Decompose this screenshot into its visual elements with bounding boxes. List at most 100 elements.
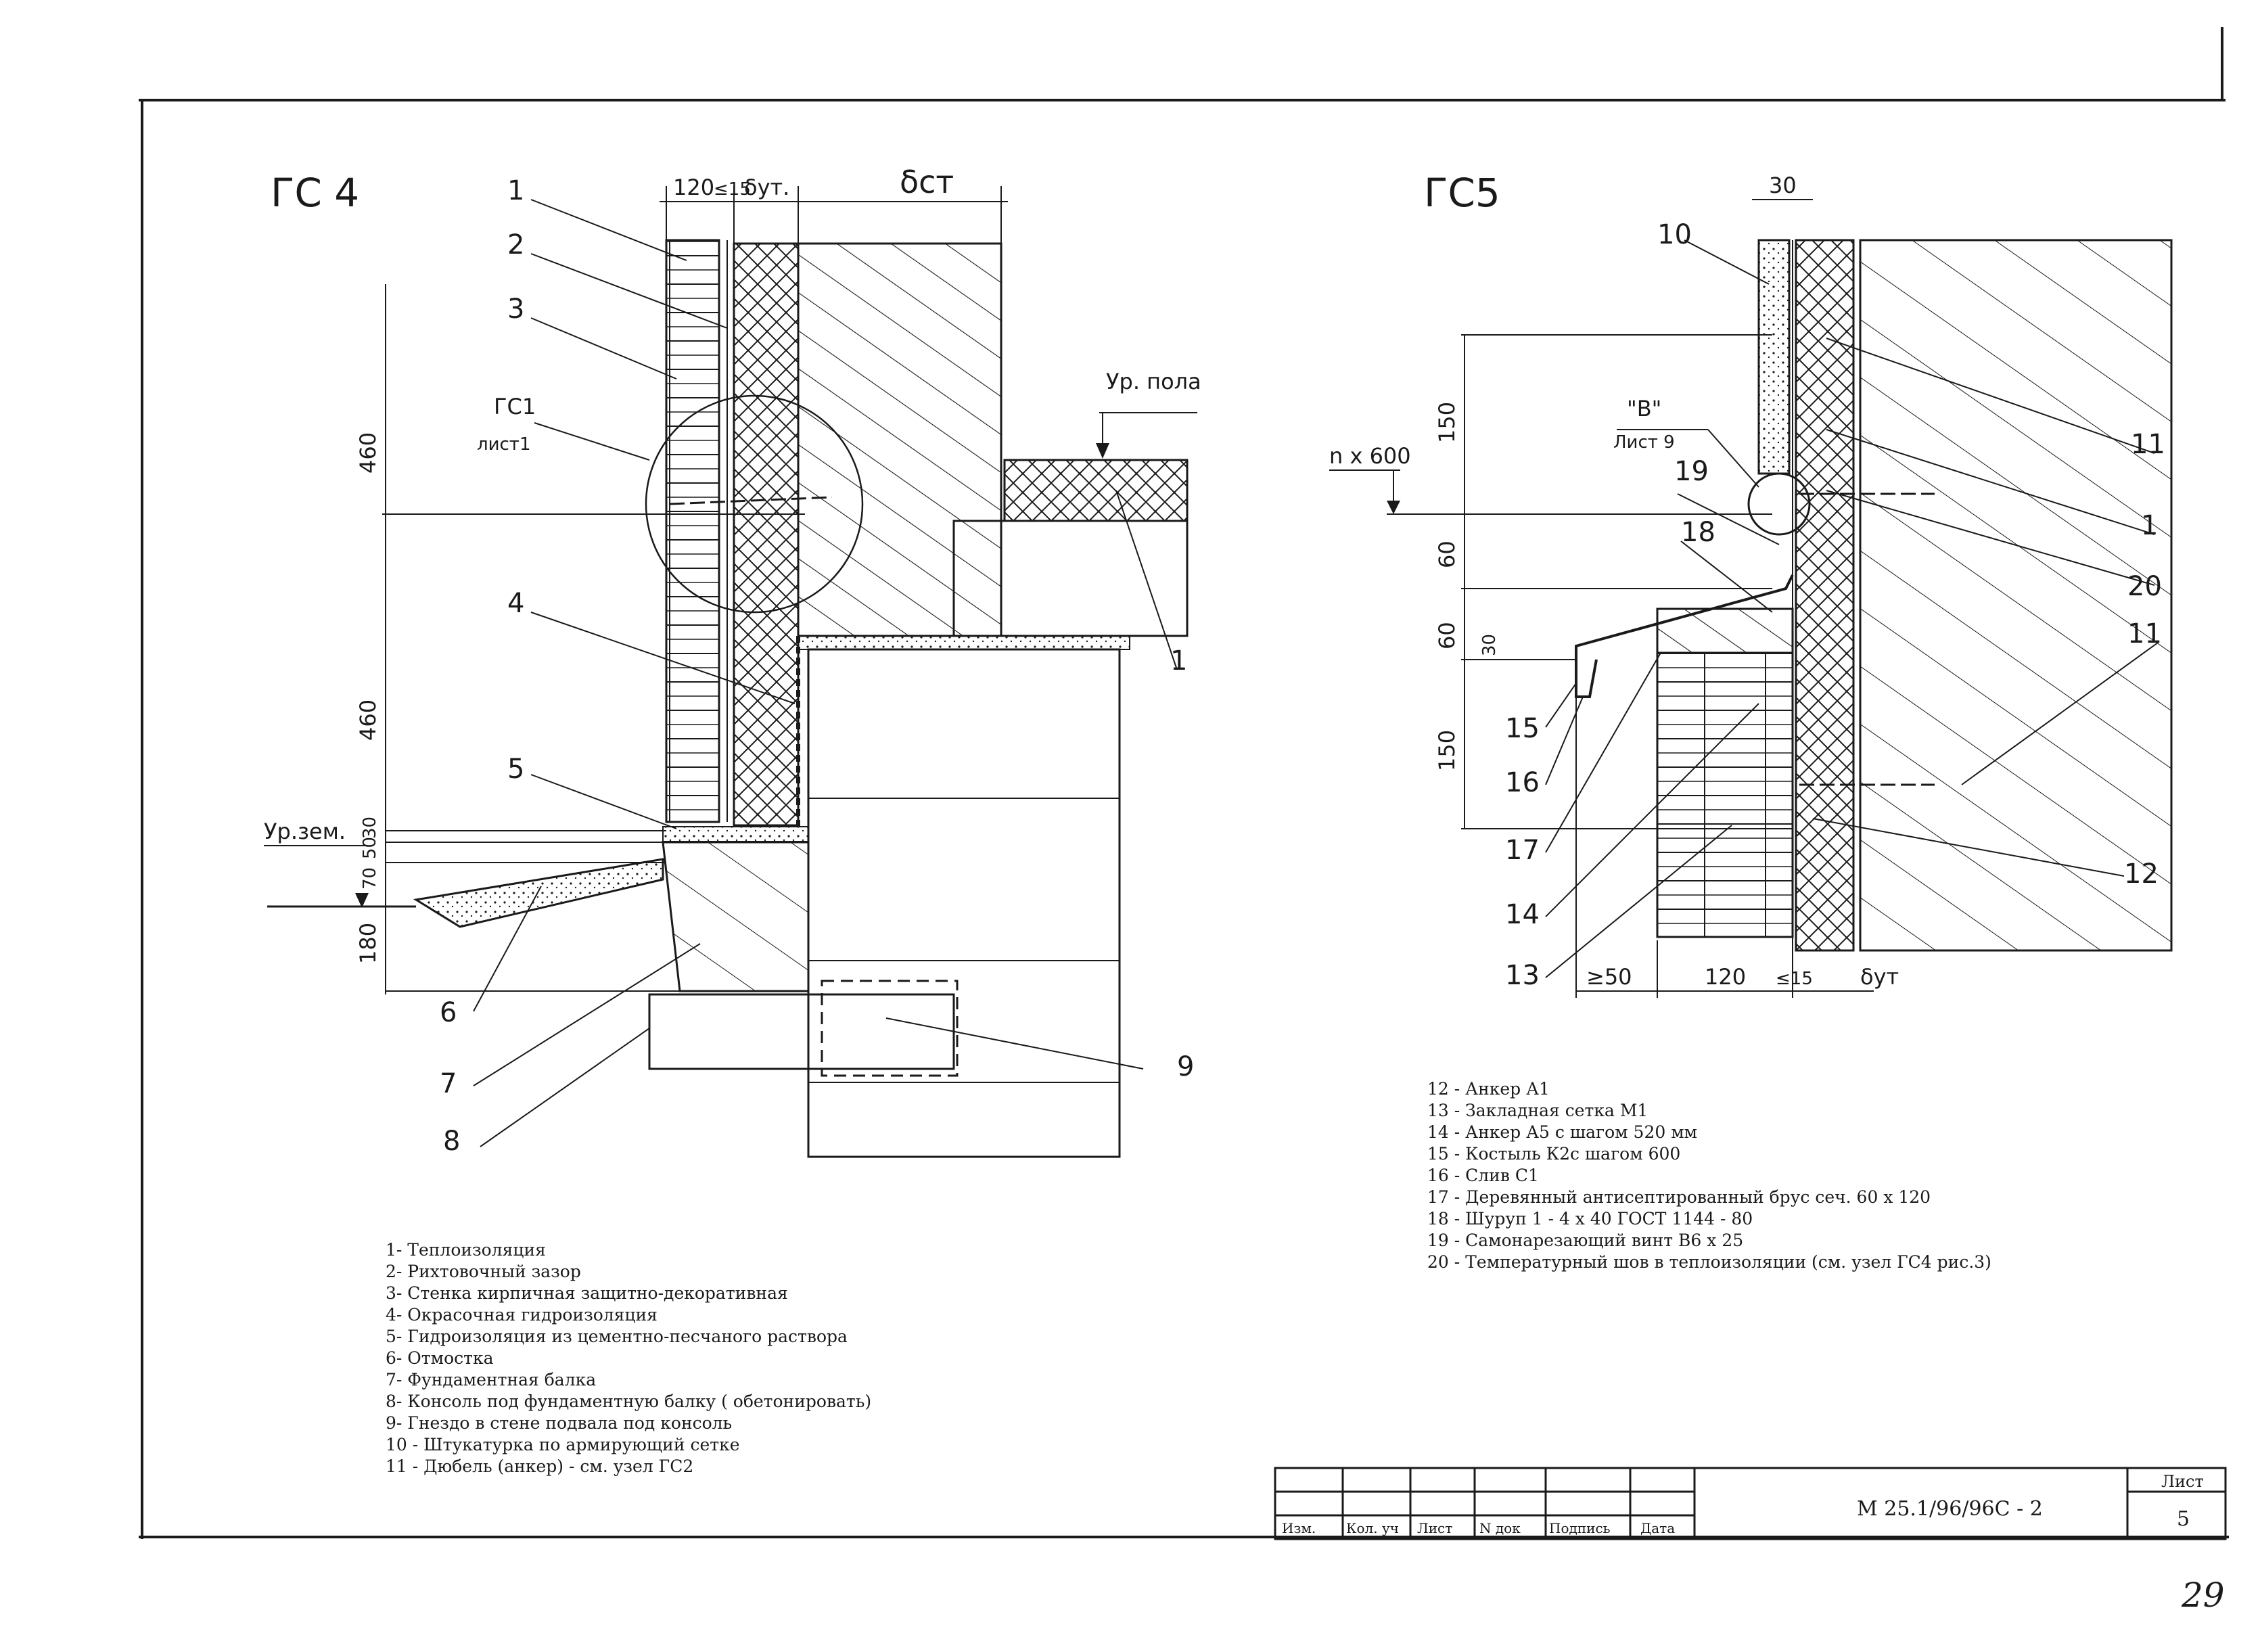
gs4-callout-6: 6 xyxy=(440,997,457,1028)
gs5-callout-14: 14 xyxy=(1505,899,1540,930)
gs4-dim-dst: δст xyxy=(900,164,954,200)
gs5-drip-sill xyxy=(1575,574,1794,698)
gs5-callouts xyxy=(1545,239,2159,978)
gs5-callout-10: 10 xyxy=(1657,219,1692,250)
gs5-title: ГС5 xyxy=(1424,170,1500,216)
gs5-node-circle xyxy=(1747,472,1811,536)
gs4-foundation-beam xyxy=(662,841,810,992)
gs5-insulation xyxy=(1795,239,1855,952)
legend-item: 1- Теплоизоляция xyxy=(386,1240,546,1260)
gs4-ground-level: Ур.зем. xyxy=(264,819,346,844)
gs5-dim-50: ≥50 xyxy=(1586,964,1632,990)
gs4-callout-9: 9 xyxy=(1177,1051,1194,1082)
gs4-insulation xyxy=(733,242,800,827)
gs5-dim-60b: 60 xyxy=(1434,622,1460,649)
gs4-callout-5: 5 xyxy=(507,754,524,785)
gs5-dim-150b: 150 xyxy=(1434,730,1460,771)
tb-col-kol: Кол. уч xyxy=(1346,1520,1399,1536)
tb-col-data: Дата xyxy=(1640,1520,1675,1536)
gs4-ref-node: ГС1 xyxy=(494,394,536,419)
gs5-dim-30: 30 xyxy=(1479,634,1500,656)
gs5-callout-13: 13 xyxy=(1505,960,1540,991)
gs4-callout-7: 7 xyxy=(440,1068,457,1099)
gs5-callout-12: 12 xyxy=(2124,858,2159,890)
legend-item: 8- Консоль под фундаментную балку ( обет… xyxy=(386,1392,872,1411)
gs5-dim-top-30: 30 xyxy=(1769,173,1797,198)
tb-doc-code: М 25.1/96/96С - 2 xyxy=(1857,1497,2043,1521)
gs5-level-mark: n x 600 xyxy=(1329,443,1411,469)
legend-item: 10 - Штукатурка по армирующий сетке xyxy=(386,1435,740,1454)
gs4-main-wall xyxy=(797,242,1002,637)
tb-sheet-label: Лист xyxy=(2161,1472,2204,1491)
legend-item: 18 - Шуруп 1 - 4 х 40 ГОСТ 1144 - 80 xyxy=(1427,1209,1753,1229)
gs4-ref-sheet: лист1 xyxy=(477,434,531,455)
legend-item: 11 - Дюбель (анкер) - см. узел ГС2 xyxy=(386,1456,694,1476)
legend-item: 19 - Самонарезающий винт В6 х 25 xyxy=(1427,1231,1744,1250)
legend-item: 15 - Костыль К2с шагом 600 xyxy=(1427,1144,1681,1164)
gs5-callout-17: 17 xyxy=(1505,835,1540,866)
gs5-callout-19: 19 xyxy=(1674,456,1709,487)
gs5-plaster xyxy=(1757,239,1791,475)
gs4-callout-1: 1 xyxy=(507,175,524,206)
gs5-node-ref: "В" xyxy=(1627,396,1661,421)
gs4-callout-4: 4 xyxy=(507,588,524,619)
legend-item: 16 - Слив С1 xyxy=(1427,1166,1539,1185)
gs4-callout-2: 2 xyxy=(507,229,524,260)
legend-item: 7- Фундаментная балка xyxy=(386,1370,597,1390)
tb-col-ndok: N док xyxy=(1479,1520,1521,1536)
gs4-dim-dut: δут. xyxy=(744,175,789,200)
gs4-title: ГС 4 xyxy=(271,170,359,216)
legend-item: 13 - Закладная сетка М1 xyxy=(1427,1101,1648,1120)
gs4-dim-460a: 460 xyxy=(355,432,381,474)
title-block xyxy=(1274,1467,2227,1540)
gs4-dim-15: ≤15 xyxy=(714,179,751,200)
gs4-dim-180: 180 xyxy=(355,923,381,964)
gs5-node-sheet: Лист 9 xyxy=(1613,432,1675,453)
gs5-callout-11b: 11 xyxy=(2127,618,2162,649)
tb-col-izm: Изм. xyxy=(1282,1520,1316,1536)
gs5-callout-1: 1 xyxy=(2141,510,2158,541)
gs4-floor-level: Ур. пола xyxy=(1106,369,1201,394)
gs5-dim-60a: 60 xyxy=(1434,541,1460,568)
gs4-floor-insulation xyxy=(1003,459,1189,522)
tb-col-podpis: Подпись xyxy=(1549,1520,1611,1536)
gs5-dim-120: 120 xyxy=(1705,964,1746,990)
gs4-console-socket xyxy=(821,980,959,1077)
gs4-brick-wall xyxy=(665,239,720,823)
gs4-dim-70: 70 xyxy=(360,867,380,890)
tb-sheet-value: 5 xyxy=(2177,1507,2190,1531)
gs4-basement-wall xyxy=(807,648,1121,1158)
legend-right: 12 - Анкер А1 13 - Закладная сетка М1 14… xyxy=(1427,1078,1991,1273)
page-mark: 29 xyxy=(2181,1576,2225,1615)
tb-col-list: Лист xyxy=(1417,1520,1452,1536)
legend-item: 5- Гидроизоляция из цементно-песчаного р… xyxy=(386,1327,848,1346)
legend-item: 3- Стенка кирпичная защитно-декоративная xyxy=(386,1283,788,1303)
gs5-section: ГС5 150 60 60 30 150 30 xyxy=(1329,170,2173,998)
legend-item: 14 - Анкер А5 с шагом 520 мм xyxy=(1427,1122,1698,1142)
legend-item: 17 - Деревянный антисептированный брус с… xyxy=(1427,1187,1931,1207)
legend-item: 9- Гнездо в стене подвала под консоль xyxy=(386,1413,733,1433)
gs4-callouts xyxy=(473,199,1178,1147)
gs4-callout-3: 3 xyxy=(507,294,524,325)
gs5-dim-15: ≤15 xyxy=(1776,969,1813,989)
gs5-dim-dut: δут xyxy=(1860,964,1899,990)
gs4-node-circle xyxy=(645,394,864,614)
gs4-dim-120: 120 xyxy=(673,175,714,200)
legend-item: 6- Отмостка xyxy=(386,1348,494,1368)
gs5-brick-wall xyxy=(1656,651,1794,938)
gs5-callout-11: 11 xyxy=(2131,429,2165,460)
gs5-dim-150a: 150 xyxy=(1434,402,1460,443)
legend-item: 2- Рихтовочный зазор xyxy=(386,1262,581,1281)
gs4-console xyxy=(648,993,955,1070)
legend-item: 20 - Температурный шов в теплоизоляции (… xyxy=(1427,1252,1991,1272)
legend-item: 4- Окрасочная гидроизоляция xyxy=(386,1305,658,1325)
gs5-callout-20: 20 xyxy=(2127,571,2162,602)
legend-item: 12 - Анкер А1 xyxy=(1427,1079,1550,1099)
gs5-callout-18: 18 xyxy=(1681,517,1715,548)
gs4-otmostka xyxy=(413,858,664,928)
gs5-wood-beam xyxy=(1656,607,1794,654)
gs5-callout-15: 15 xyxy=(1505,713,1540,744)
gs4-section: ГС 4 xyxy=(264,164,1201,1158)
gs4-callout-8: 8 xyxy=(443,1126,460,1157)
